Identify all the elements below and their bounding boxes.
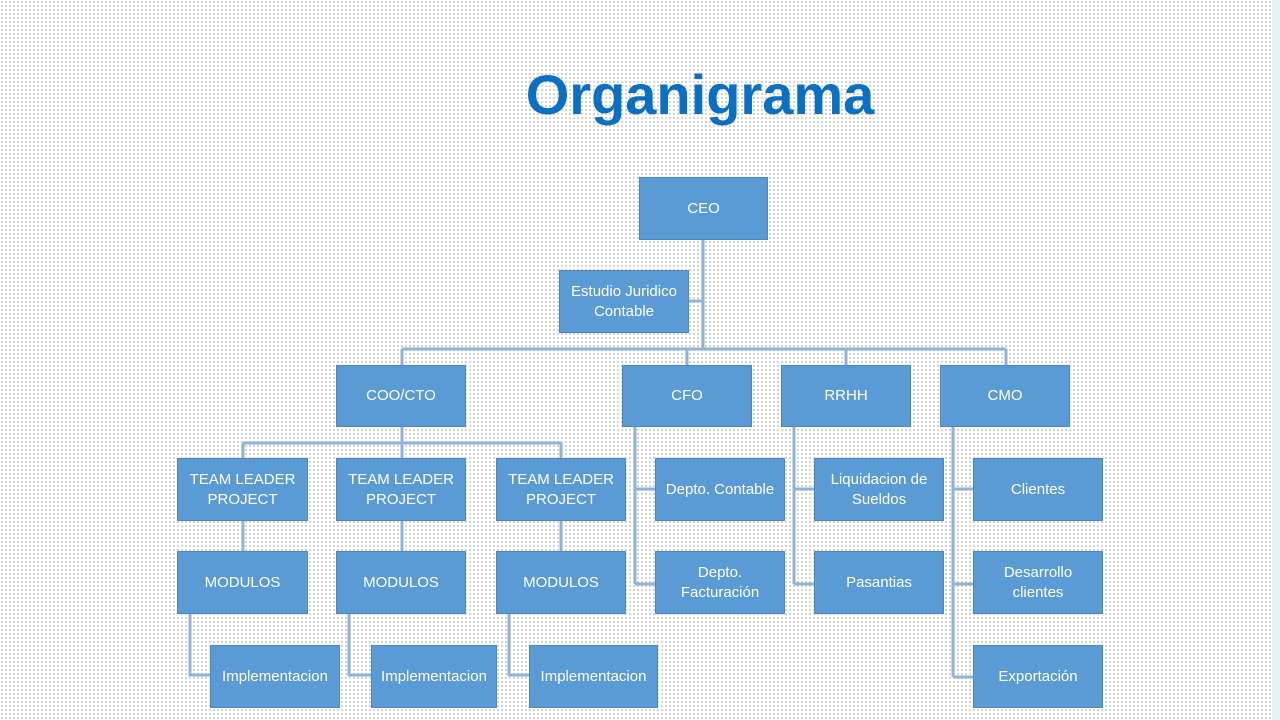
node-modulos-2-label: MODULOS [363, 573, 439, 591]
page-title: Organigrama [525, 63, 875, 126]
node-team-leader-3: TEAM LEADER PROJECT [496, 458, 626, 521]
node-modulos-3: MODULOS [496, 551, 626, 614]
node-pasantias: Pasantias [814, 551, 944, 614]
node-implementacion-3: Implementacion [529, 645, 658, 708]
node-rrhh: RRHH [781, 365, 911, 427]
node-implementacion-1-label: Implementacion [222, 667, 328, 685]
node-modulos-3-label: MODULOS [523, 573, 599, 591]
node-coo-cto-label: COO/CTO [366, 387, 436, 404]
node-coo-cto: COO/CTO [336, 365, 466, 427]
node-cmo-label: CMO [987, 387, 1023, 404]
node-desarrollo-clientes: Desarrollo clientes [973, 551, 1103, 614]
node-modulos-1: MODULOS [177, 551, 308, 614]
connector-mod1-imp1 [188, 614, 210, 677]
node-team-leader-1: TEAM LEADER PROJECT [177, 458, 308, 521]
connector-mod2-imp2 [347, 614, 371, 677]
node-implementacion-2: Implementacion [371, 645, 497, 708]
node-depto-facturacion-label: Depto. Facturación [680, 563, 760, 601]
node-team-leader-2: TEAM LEADER PROJECT [336, 458, 466, 521]
node-clientes-label: Clientes [1010, 480, 1066, 498]
node-depto-contable-label: Depto. Contable [665, 480, 775, 498]
node-implementacion-3-label: Implementacion [540, 667, 647, 685]
node-modulos-1-label: MODULOS [204, 573, 281, 591]
node-exportacion-label: Exportación [998, 667, 1078, 685]
connector-mod3-imp3 [507, 614, 529, 677]
node-modulos-2: MODULOS [336, 551, 466, 614]
node-liquidacion-sueldos-label: Liquidacion de Sueldos [830, 470, 928, 508]
node-team-leader-3-label: TEAM LEADER PROJECT [508, 470, 614, 508]
node-ceo: CEO [639, 177, 768, 240]
node-desarrollo-clientes-label: Desarrollo clientes [1003, 563, 1073, 601]
node-team-leader-1-label: TEAM LEADER PROJECT [189, 470, 296, 508]
node-implementacion-2-label: Implementacion [381, 667, 487, 685]
node-ceo-label: CEO [687, 199, 720, 217]
node-cmo: CMO [940, 365, 1070, 427]
node-rrhh-label: RRHH [824, 387, 868, 404]
right-edge-bar [1272, 0, 1280, 720]
node-estudio-juridico: Estudio Juridico Contable [559, 270, 689, 333]
node-clientes: Clientes [973, 458, 1103, 521]
node-implementacion-1: Implementacion [210, 645, 340, 708]
node-team-leader-2-label: TEAM LEADER PROJECT [348, 470, 454, 508]
node-estudio-juridico-label: Estudio Juridico Contable [571, 282, 677, 320]
node-cfo-label: CFO [671, 387, 703, 404]
node-depto-facturacion: Depto. Facturación [655, 551, 785, 614]
node-liquidacion-sueldos: Liquidacion de Sueldos [814, 458, 944, 521]
node-exportacion: Exportación [973, 645, 1103, 708]
node-cfo: CFO [622, 365, 752, 427]
node-pasantias-label: Pasantias [846, 573, 912, 591]
node-depto-contable: Depto. Contable [655, 458, 785, 521]
